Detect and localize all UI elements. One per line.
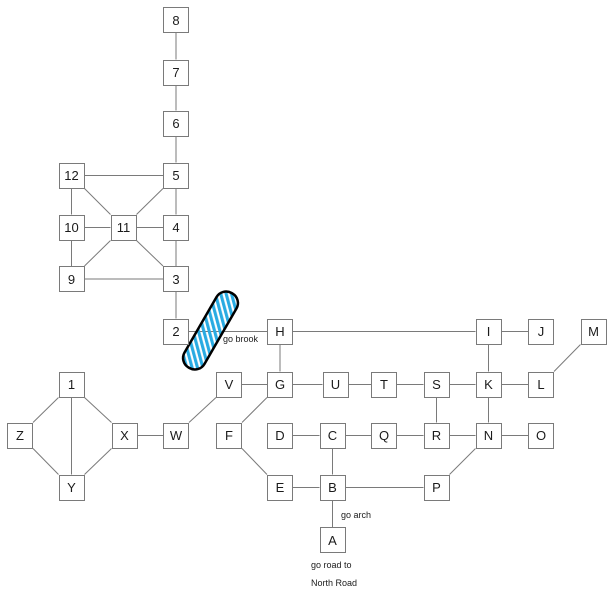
node-box-P: P [423, 474, 450, 501]
edge-11-3 [136, 240, 164, 267]
node-box-K: K [475, 371, 502, 398]
node-box-U: U [322, 371, 349, 398]
node-box-5: 5 [163, 162, 189, 189]
node-box-12: 12 [58, 162, 85, 189]
edge-12-11 [84, 188, 111, 215]
edge-5-11 [136, 188, 164, 215]
node-box-Y: Y [58, 474, 85, 501]
edge-1-X [84, 397, 112, 423]
node-box-6: 6 [163, 110, 189, 137]
node-box-A: A [319, 527, 346, 553]
node-box-10: 10 [58, 214, 85, 241]
edge-V-W [188, 397, 217, 423]
node-box-2: 2 [163, 318, 189, 345]
node-box-W: W [163, 422, 189, 449]
brook-group [181, 290, 240, 371]
node-box-Z: Z [7, 422, 33, 449]
node-box-E: E [267, 474, 293, 501]
edge-1-Z [32, 397, 59, 423]
edge-11-9 [84, 240, 111, 267]
edge-G-F [241, 397, 268, 423]
node-box-7: 7 [163, 59, 189, 86]
node-box-R: R [423, 422, 450, 449]
node-box-G: G [267, 371, 293, 398]
node-box-D: D [267, 422, 293, 449]
node-box-X: X [111, 422, 138, 449]
node-box-H: H [267, 318, 293, 345]
node-box-9: 9 [58, 266, 85, 292]
node-box-Q: Q [371, 422, 397, 449]
node-box-C: C [319, 422, 346, 449]
node-box-B: B [319, 474, 346, 501]
node-box-N: N [475, 422, 502, 449]
go-brook-label: go brook [223, 334, 259, 344]
edge-P-N [449, 448, 476, 475]
edge-F-E [241, 448, 268, 475]
go-arch-label: go arch [341, 510, 372, 520]
node-box-T: T [371, 371, 397, 398]
node-box-4: 4 [163, 214, 189, 241]
node-box-L: L [528, 371, 554, 398]
node-box-8: 8 [163, 7, 189, 33]
edges-group [32, 33, 581, 527]
node-box-3: 3 [163, 266, 189, 292]
node-box-V: V [216, 371, 242, 398]
node-box-M: M [580, 318, 607, 345]
edge-X-Y [84, 448, 112, 475]
node-box-F: F [216, 422, 242, 449]
node-box-O: O [528, 422, 554, 449]
edge-Z-Y [32, 448, 59, 475]
node-box-1: 1 [58, 371, 85, 398]
node-box-J: J [528, 318, 554, 345]
go-road-label-1: go road to [311, 560, 352, 570]
brook-icon [181, 290, 240, 371]
edge-M-L [553, 344, 581, 372]
node-box-I: I [475, 318, 502, 345]
node-box-S: S [423, 371, 450, 398]
node-box-11: 11 [110, 214, 137, 241]
go-road-label-2: North Road [311, 578, 358, 588]
